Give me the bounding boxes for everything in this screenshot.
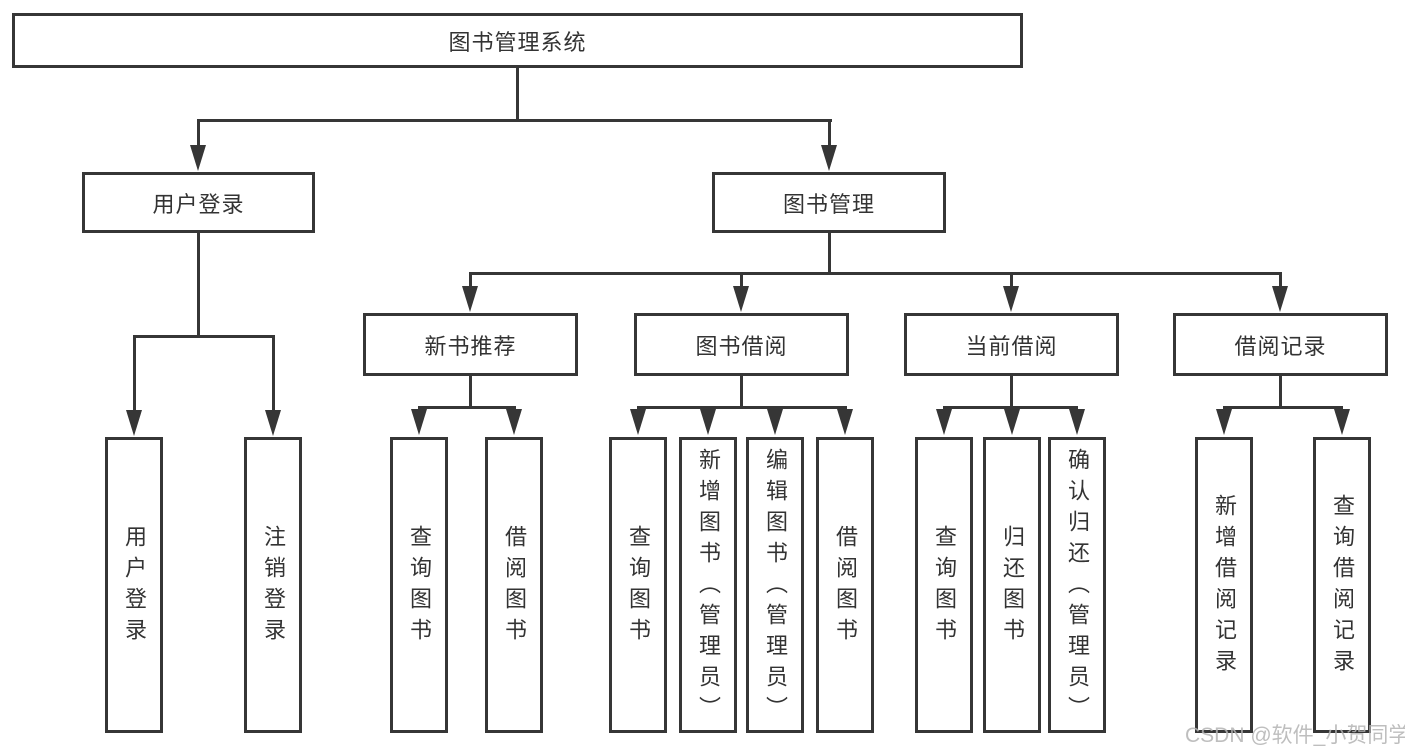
leaf-add-borrow-record: 新增借阅记录 <box>1195 437 1253 733</box>
leaf-borrow-books-borrowing: 借阅图书 <box>816 437 874 733</box>
connector-line <box>828 120 831 147</box>
connector-line <box>1223 406 1343 409</box>
arrow-down-icon <box>767 409 783 435</box>
connector-line <box>1279 273 1282 288</box>
leaf-logout: 注销登录 <box>244 437 302 733</box>
connector-line <box>418 406 516 409</box>
arrow-down-icon <box>1004 409 1020 435</box>
node-book-borrowing: 图书借阅 <box>634 313 849 376</box>
csdn-watermark: CSDN @软件_小贺同学 <box>1185 724 1405 747</box>
leaf-query-books-borrowing: 查询图书 <box>609 437 667 733</box>
connector-line <box>637 406 847 409</box>
arrow-down-icon <box>733 286 749 312</box>
arrow-down-icon <box>506 409 522 435</box>
connector-line <box>740 273 743 288</box>
connector-line <box>828 233 831 274</box>
arrow-down-icon <box>190 145 206 171</box>
arrow-down-icon <box>1334 409 1350 435</box>
connector-line <box>469 376 472 408</box>
leaf-edit-book-admin: 编辑图书（管理员） <box>746 437 804 733</box>
connector-line <box>516 68 519 121</box>
connector-line <box>133 336 136 412</box>
arrow-down-icon <box>126 410 142 436</box>
leaf-query-books-recommend: 查询图书 <box>390 437 448 733</box>
arrow-down-icon <box>411 409 427 435</box>
connector-line <box>1010 376 1013 408</box>
arrow-down-icon <box>936 409 952 435</box>
arrow-down-icon <box>1003 286 1019 312</box>
arrow-down-icon <box>700 409 716 435</box>
node-root-system: 图书管理系统 <box>12 13 1023 68</box>
arrow-down-icon <box>630 409 646 435</box>
leaf-borrow-books-recommend: 借阅图书 <box>485 437 543 733</box>
arrow-down-icon <box>1272 286 1288 312</box>
node-borrowing-records: 借阅记录 <box>1173 313 1388 376</box>
arrow-down-icon <box>1069 409 1085 435</box>
leaf-confirm-return-admin: 确认归还（管理员） <box>1048 437 1106 733</box>
arrow-down-icon <box>837 409 853 435</box>
arrow-down-icon <box>821 145 837 171</box>
connector-line <box>469 273 472 288</box>
connector-line <box>197 233 200 337</box>
arrow-down-icon <box>462 286 478 312</box>
node-current-borrowing: 当前借阅 <box>904 313 1119 376</box>
connector-line <box>943 406 1078 409</box>
leaf-user-login: 用户登录 <box>105 437 163 733</box>
connector-line <box>197 119 832 122</box>
leaf-return-books: 归还图书 <box>983 437 1041 733</box>
connector-line <box>272 336 275 412</box>
connector-line <box>740 376 743 408</box>
leaf-query-borrow-record: 查询借阅记录 <box>1313 437 1371 733</box>
leaf-add-book-admin: 新增图书（管理员） <box>679 437 737 733</box>
connector-line <box>469 272 1282 275</box>
connector-line <box>197 120 200 147</box>
node-book-management-branch: 图书管理 <box>712 172 946 233</box>
connector-line <box>133 335 275 338</box>
connector-line <box>1010 273 1013 288</box>
arrow-down-icon <box>265 410 281 436</box>
node-user-login-branch: 用户登录 <box>82 172 315 233</box>
leaf-query-books-current: 查询图书 <box>915 437 973 733</box>
node-new-book-recommend: 新书推荐 <box>363 313 578 376</box>
arrow-down-icon <box>1216 409 1232 435</box>
connector-line <box>1279 376 1282 408</box>
